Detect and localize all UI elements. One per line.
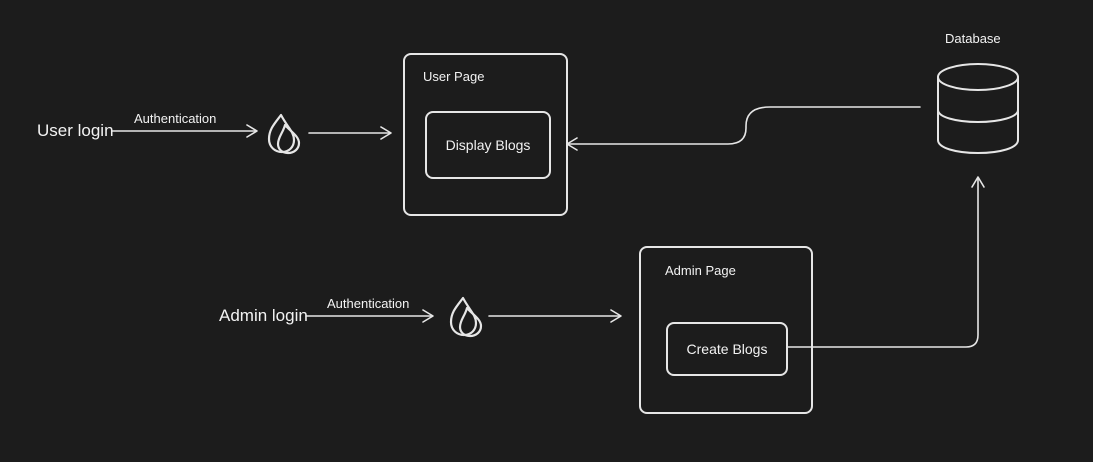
admin-page-box: Admin Page Create Blogs — [639, 246, 813, 414]
user-auth-label: Authentication — [134, 111, 217, 126]
user-page-box: User Page Display Blogs — [403, 53, 568, 216]
user-page-title: User Page — [423, 69, 485, 84]
user-login-label: User login — [37, 121, 114, 140]
database-icon — [937, 63, 1019, 154]
display-blogs-box: Display Blogs — [425, 111, 551, 179]
database-label: Database — [945, 31, 1001, 46]
arrow-database-to-display — [567, 106, 921, 145]
display-blogs-label: Display Blogs — [445, 137, 531, 153]
arrow-create-to-database — [787, 177, 979, 348]
admin-auth-label: Authentication — [327, 296, 410, 311]
flame-icon — [267, 113, 301, 155]
create-blogs-box: Create Blogs — [666, 322, 788, 376]
flame-icon — [449, 296, 483, 338]
admin-page-title: Admin Page — [665, 263, 736, 278]
create-blogs-label: Create Blogs — [686, 341, 768, 357]
admin-login-label: Admin login — [219, 306, 308, 325]
